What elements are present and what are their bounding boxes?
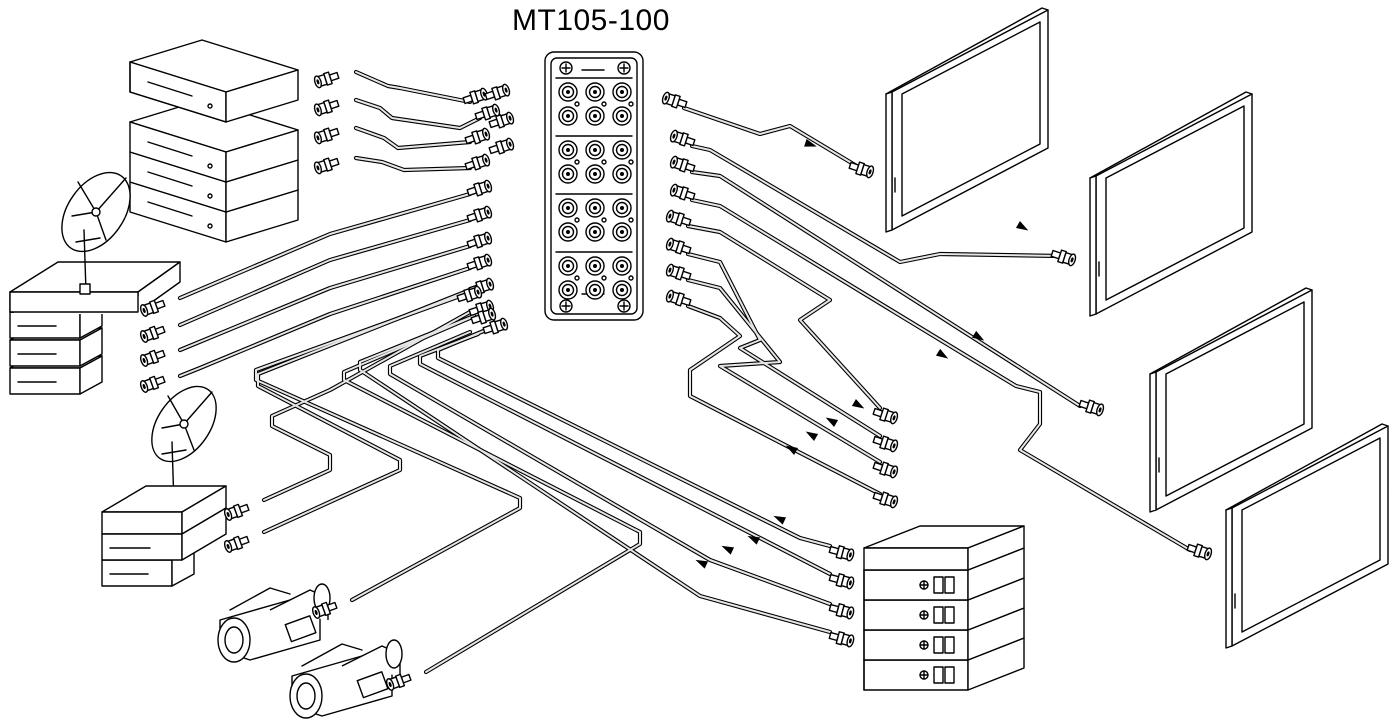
rack-stack-right — [863, 525, 1025, 691]
panel-bnc-port — [612, 140, 632, 160]
panel-bnc-port — [558, 280, 578, 300]
panel-bnc-port — [585, 82, 605, 102]
panel-ground-point — [601, 217, 607, 223]
satellite-dish-icon — [61, 171, 131, 295]
panel-bnc-port — [558, 106, 578, 126]
panel-bnc-port — [585, 198, 605, 218]
panel-ground-point — [574, 101, 580, 107]
panel-bnc-port — [612, 106, 632, 126]
direction-arrow-icon — [693, 139, 1031, 569]
panel-ground-point — [601, 159, 607, 165]
panel-bnc-port — [612, 164, 632, 184]
panel-bnc-port — [558, 164, 578, 184]
receiver-stack-lower-left — [101, 485, 227, 587]
panel-ground-point — [628, 275, 634, 281]
panel-ground-point — [601, 101, 607, 107]
panel-ground-point — [574, 217, 580, 223]
panel-port-grid — [555, 77, 634, 300]
panel-bnc-port — [558, 82, 578, 102]
panel-bnc-port — [558, 222, 578, 242]
panel-bnc-port — [612, 198, 632, 218]
panel-bnc-port — [558, 256, 578, 276]
panel-ground-point — [574, 159, 580, 165]
panel-bnc-port — [585, 280, 605, 300]
receiver-stack-left — [9, 261, 181, 395]
monitor-icon — [1089, 91, 1253, 317]
mt105-100-panel — [544, 51, 644, 321]
camcorder-icon — [217, 583, 331, 663]
panel-bnc-port — [558, 198, 578, 218]
panel-ground-point — [601, 275, 607, 281]
camcorder-icon — [289, 639, 403, 719]
cable-highlights — [179, 71, 1191, 673]
panel-bnc-port — [585, 222, 605, 242]
monitor-icon — [885, 7, 1049, 233]
panel-bnc-port — [585, 164, 605, 184]
panel-bnc-port — [612, 82, 632, 102]
panel-bnc-port — [558, 140, 578, 160]
panel-ground-point — [628, 159, 634, 165]
panel-bnc-port — [585, 256, 605, 276]
panel-ground-point — [628, 101, 634, 107]
panel-bnc-port — [612, 256, 632, 276]
panel-ground-point — [628, 217, 634, 223]
recorder-stack — [129, 39, 299, 243]
panel-bnc-port — [612, 280, 632, 300]
panel-ground-point — [574, 275, 580, 281]
diagram-title: MT105-100 — [512, 4, 670, 37]
panel-bnc-port — [585, 140, 605, 160]
panel-bnc-port — [612, 222, 632, 242]
panel-bnc-port — [585, 106, 605, 126]
